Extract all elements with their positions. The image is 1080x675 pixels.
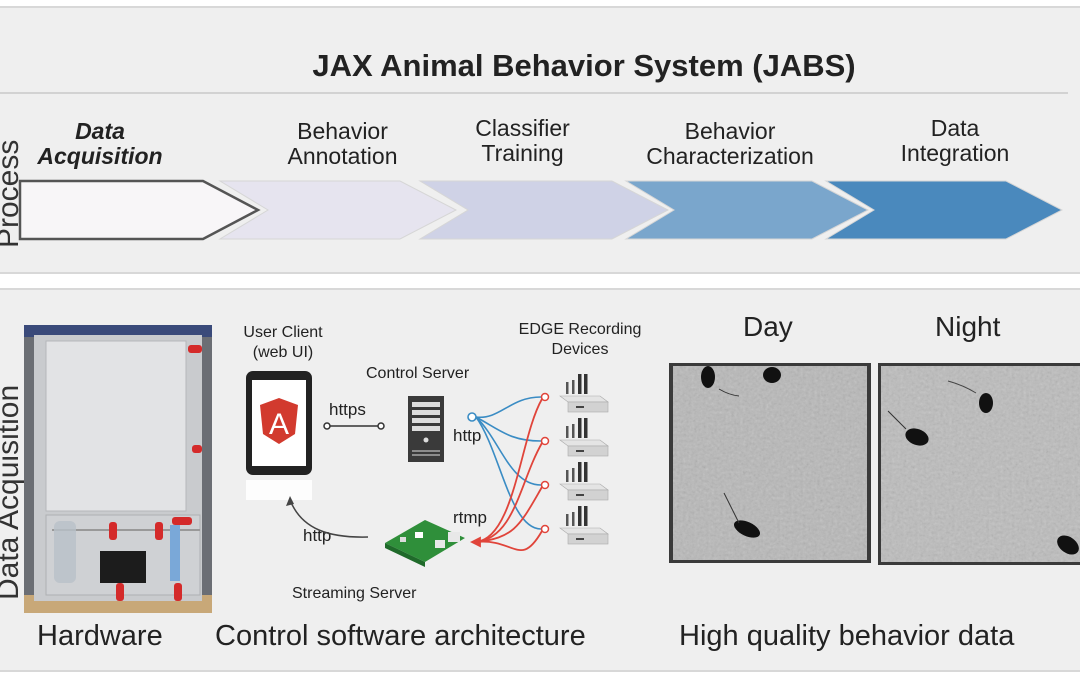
mouse-icon <box>1057 535 1079 555</box>
http-stream-arrow <box>289 499 369 538</box>
edge-devices-label-line: Devices <box>551 341 609 358</box>
process-panel: Process JAX Animal Behavior System (JABS… <box>0 6 1080 274</box>
http-connections <box>475 396 542 530</box>
angular-logo-icon: A <box>260 398 298 444</box>
chevron-data-integration[interactable] <box>824 180 1064 240</box>
http-stream-link-label: http <box>303 526 332 545</box>
edge-devices-label-line: EDGE Recording <box>518 321 642 338</box>
mouse-icon <box>701 366 715 388</box>
title-divider <box>0 92 1068 94</box>
stage-label-line: Training <box>481 140 564 166</box>
device-node <box>540 480 550 490</box>
https-connector <box>323 422 385 430</box>
mouse-icon <box>733 520 761 538</box>
arrowhead-icon <box>469 536 481 548</box>
http-connection <box>475 416 542 442</box>
raspberry-pi-icon <box>385 520 465 567</box>
chevron-behavior-characterization[interactable] <box>624 180 870 240</box>
night-arena-image <box>878 363 1080 565</box>
edge-devices <box>559 374 609 545</box>
rtmp-connection <box>475 398 543 543</box>
http-connection <box>475 416 542 486</box>
stage-label-line: Characterization <box>646 143 814 169</box>
behavior-data-caption: High quality behavior data <box>679 620 1015 652</box>
user-client-label: User Client (web UI) <box>228 323 338 363</box>
device-node <box>540 436 550 446</box>
stage-label-line: Classifier <box>475 115 570 141</box>
mouse-icon <box>763 367 781 383</box>
stage-label-classifier-training: Classifier Training <box>440 116 605 166</box>
process-chevrons <box>18 179 1064 241</box>
rtmp-connection <box>475 486 543 543</box>
rtmp-connection <box>475 530 543 551</box>
chevron-behavior-annotation[interactable] <box>218 180 458 240</box>
http-origin-node <box>467 412 477 422</box>
chevron-classifier-training[interactable] <box>418 180 670 240</box>
rtmp-connections <box>469 398 543 551</box>
device-node <box>540 392 550 402</box>
stage-label-behavior-characterization: Behavior Characterization <box>625 119 835 169</box>
rtmp-link-label: rtmp <box>453 508 487 527</box>
night-label: Night <box>935 311 1001 342</box>
http-control-link-label: http <box>453 426 482 445</box>
day-arena-image <box>669 363 871 563</box>
stage-label-line: Data <box>75 118 125 144</box>
stage-label-behavior-annotation: Behavior Annotation <box>245 119 440 169</box>
https-link-label: https <box>329 400 366 419</box>
arrowhead-icon <box>286 496 294 506</box>
http-connection <box>475 416 542 530</box>
stage-label-line: Behavior <box>684 118 776 144</box>
device-node <box>540 524 550 534</box>
svg-text:A: A <box>269 408 289 441</box>
architecture-diagram: A <box>246 371 609 567</box>
stage-label-line: Integration <box>900 140 1010 166</box>
stage-label-line: Behavior <box>297 118 388 144</box>
hardware-caption: Hardware <box>37 620 163 652</box>
hardware-photo <box>24 325 212 613</box>
http-connection <box>475 396 542 418</box>
server-icon <box>408 396 444 462</box>
edge-device-icon <box>559 418 609 457</box>
data-acquisition-side-label: Data Acquisition <box>0 384 25 600</box>
edge-device-icon <box>559 506 609 545</box>
edge-device-icon <box>559 462 609 501</box>
day-label: Day <box>743 311 793 342</box>
mouse-icon <box>979 393 993 413</box>
stage-label-line: Data <box>930 115 980 141</box>
user-client-label-line: User Client <box>243 324 323 341</box>
diagram-title: JAX Animal Behavior System (JABS) <box>312 48 856 83</box>
edge-device-icon <box>559 374 609 413</box>
stage-label-line: Annotation <box>287 143 398 169</box>
stage-label-line: Acquisition <box>37 143 163 169</box>
architecture-caption: Control software architecture <box>215 620 586 652</box>
control-server-label: Control Server <box>366 365 470 382</box>
rtmp-connection <box>475 442 543 543</box>
stage-label-data-integration: Data Integration <box>870 116 1040 166</box>
mouse-icon <box>905 428 929 446</box>
edge-devices-label: EDGE Recording Devices <box>500 320 660 360</box>
chevron-data-acquisition[interactable] <box>18 179 261 241</box>
stage-label-data-acquisition: Data Acquisition <box>20 119 180 169</box>
user-client-label-line: (web UI) <box>252 344 314 361</box>
streaming-server-label: Streaming Server <box>292 585 417 602</box>
